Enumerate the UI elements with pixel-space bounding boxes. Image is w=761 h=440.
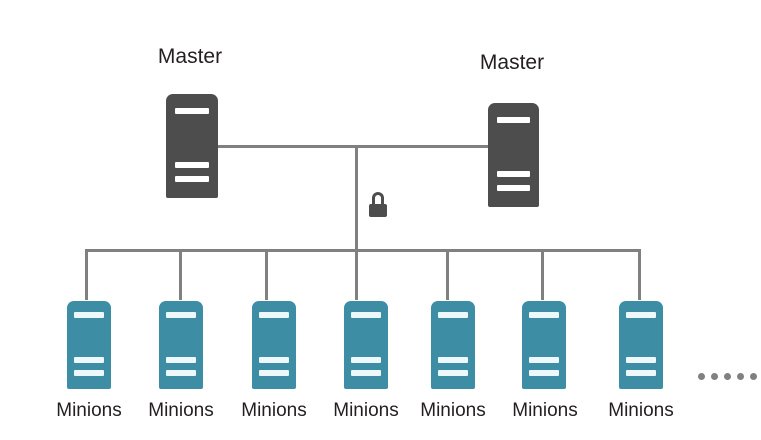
minion-label-5: Minions <box>420 400 486 421</box>
server-slot-mid <box>497 171 530 177</box>
master-server-2[interactable] <box>488 103 539 207</box>
minion-server-5[interactable] <box>431 301 475 389</box>
master-label-2: Master <box>479 51 545 74</box>
minion-label-7: Minions <box>608 400 674 421</box>
server-slot-top <box>259 312 289 318</box>
minion-server-3[interactable] <box>252 301 296 389</box>
minion-drop-line-2 <box>179 252 182 300</box>
minion-server-4[interactable] <box>344 301 388 389</box>
padlock-body <box>369 204 387 217</box>
minion-label-6: Minions <box>512 400 578 421</box>
minion-server-1[interactable] <box>67 301 111 389</box>
minion-server-2[interactable] <box>159 301 203 389</box>
server-slot-top <box>438 312 468 318</box>
minion-drop-line-7 <box>638 252 641 300</box>
server-slot-bottom <box>166 370 196 376</box>
server-slot-bottom <box>497 185 530 191</box>
more-minions-ellipsis <box>698 373 757 380</box>
server-slot-mid <box>259 357 289 363</box>
minion-label-3: Minions <box>241 400 307 421</box>
server-slot-top <box>74 312 104 318</box>
server-slot-mid <box>438 357 468 363</box>
server-slot-mid <box>626 357 656 363</box>
server-slot-bottom <box>175 176 209 182</box>
server-slot-mid <box>166 357 196 363</box>
server-slot-bottom <box>259 370 289 376</box>
server-slot-bottom <box>529 370 559 376</box>
minion-drop-line-6 <box>541 252 544 300</box>
padlock-shackle <box>372 192 384 204</box>
minion-label-2: Minions <box>148 400 214 421</box>
server-slot-top <box>497 117 530 123</box>
minion-drop-line-3 <box>265 252 268 300</box>
unlocked-padlock-icon <box>369 192 387 217</box>
server-slot-bottom <box>438 370 468 376</box>
server-slot-bottom <box>351 370 381 376</box>
server-slot-mid <box>351 357 381 363</box>
server-slot-top <box>166 312 196 318</box>
minion-server-7[interactable] <box>619 301 663 389</box>
minion-drop-line-4 <box>355 252 358 300</box>
trunk-drop-line <box>355 145 358 252</box>
server-slot-top <box>626 312 656 318</box>
server-slot-mid <box>175 162 209 168</box>
master-server-1[interactable] <box>166 94 218 198</box>
ellipsis-dot <box>737 373 744 380</box>
server-slot-bottom <box>626 370 656 376</box>
server-slot-top <box>351 312 381 318</box>
master-label-1: Master <box>157 45 223 68</box>
server-slot-top <box>175 108 209 114</box>
master-to-master-link <box>218 145 489 148</box>
minion-bus-line <box>85 249 641 252</box>
server-slot-mid <box>529 357 559 363</box>
server-slot-mid <box>74 357 104 363</box>
ellipsis-dot <box>724 373 731 380</box>
server-slot-top <box>529 312 559 318</box>
minion-label-4: Minions <box>333 400 399 421</box>
server-slot-bottom <box>74 370 104 376</box>
minion-drop-line-5 <box>446 252 449 300</box>
minion-server-6[interactable] <box>522 301 566 389</box>
ellipsis-dot <box>750 373 757 380</box>
minion-label-1: Minions <box>56 400 122 421</box>
ellipsis-dot <box>711 373 718 380</box>
ellipsis-dot <box>698 373 705 380</box>
minion-drop-line-1 <box>85 252 88 300</box>
